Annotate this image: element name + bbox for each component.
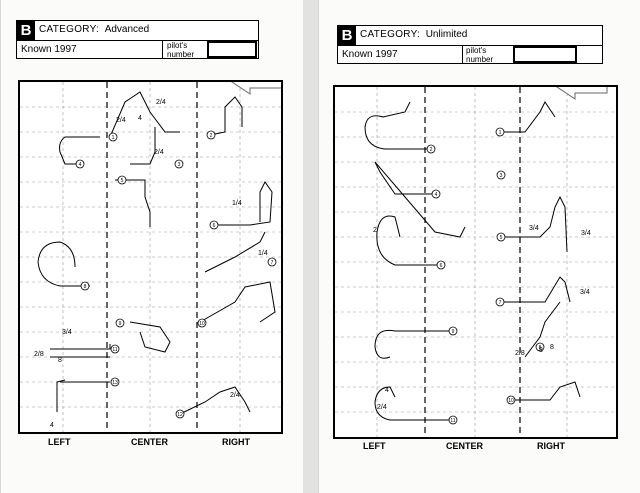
position-label-right: RIGHT: [537, 441, 565, 451]
right-sequence-sheet: B CATEGORY: Unlimited Known 1997 pilot's…: [318, 0, 640, 493]
roll-fraction: 8: [58, 357, 62, 364]
figure-number: 11: [112, 347, 117, 353]
right-header: B CATEGORY: Unlimited Known 1997 pilot's…: [337, 25, 603, 64]
pilot-label-1: pilot's: [466, 46, 487, 55]
position-label-left: LEFT: [363, 441, 386, 451]
category-badge: B: [17, 21, 35, 40]
figure-number: 9: [452, 329, 455, 335]
figure-number: 1: [499, 130, 502, 136]
roll-fraction: 2: [373, 227, 377, 234]
roll-fraction: 2/4: [116, 117, 126, 124]
roll-fraction: 1/4: [232, 200, 242, 207]
roll-fraction: 4: [385, 387, 389, 394]
figure-number: 7: [271, 260, 274, 266]
figure-number: 4: [435, 192, 438, 198]
left-sequence-diagram: 2/4 2/4 4 2/4 1/4 1/4 3/4 2/8 8 2/4 4 1 …: [20, 82, 281, 432]
category-value: Unlimited: [425, 29, 468, 40]
figure-number: 5: [500, 235, 503, 241]
pilot-number-box[interactable]: [513, 46, 577, 63]
roll-fraction: 8: [539, 347, 543, 354]
figure-number: 6: [440, 263, 443, 269]
category-badge: B: [338, 26, 356, 45]
position-label-center: CENTER: [446, 441, 484, 451]
roll-fraction: 4: [50, 422, 54, 429]
figure-number: 10: [508, 398, 514, 404]
figure-number: 8: [84, 284, 87, 290]
roll-fraction: 2/4: [377, 404, 387, 411]
figure-number: 11: [450, 418, 455, 424]
roll-fraction: 2/4: [230, 392, 240, 399]
category-label: CATEGORY:: [39, 24, 100, 35]
position-label-center: CENTER: [131, 437, 169, 447]
figure-number: 2: [430, 147, 433, 153]
roll-fraction: 3/4: [581, 230, 591, 237]
known-label: Known 1997: [342, 49, 398, 60]
page-gutter: [303, 0, 318, 493]
position-label-left: LEFT: [48, 437, 71, 447]
figure-number: 3: [500, 173, 503, 179]
left-diagram-frame: 2/4 2/4 4 2/4 1/4 1/4 3/4 2/8 8 2/4 4 1 …: [18, 80, 283, 434]
category-value: Advanced: [104, 24, 150, 35]
pilot-number-box[interactable]: [207, 41, 257, 58]
pilot-label-2: number: [167, 50, 195, 59]
figure-number: 1: [112, 135, 115, 141]
figure-number: 12: [177, 412, 183, 418]
roll-fraction: 3/4: [580, 289, 590, 296]
figure-number: 7: [499, 300, 502, 306]
roll-fraction: 3/4: [529, 225, 539, 232]
figure-number: 4: [79, 162, 82, 168]
roll-fraction: 8: [550, 344, 554, 351]
position-label-right: RIGHT: [222, 437, 250, 447]
figure-number: 3: [178, 162, 181, 168]
right-diagram-frame: 2 3/4 3/4 3/4 2/8 8 8 4 2/4 1 2 3 4 5 6 …: [333, 85, 618, 439]
right-sequence-diagram: 2 3/4 3/4 3/4 2/8 8 8 4 2/4 1 2 3 4 5 6 …: [335, 87, 616, 437]
roll-fraction: 1/4: [258, 250, 268, 257]
category-label: CATEGORY:: [360, 29, 421, 40]
figure-number: 2: [210, 133, 213, 139]
figure-number: 9: [119, 321, 122, 327]
left-header: B CATEGORY: Advanced Known 1997 pilot's …: [16, 20, 259, 59]
figure-number: 13: [112, 380, 118, 386]
roll-fraction: 4: [138, 115, 142, 122]
figure-number: 5: [121, 178, 124, 184]
figure-number: 6: [213, 223, 216, 229]
pilot-label-1: pilot's: [167, 41, 188, 50]
roll-fraction: 2/4: [156, 99, 166, 106]
known-label: Known 1997: [21, 44, 77, 55]
left-sequence-sheet: B CATEGORY: Advanced Known 1997 pilot's …: [0, 0, 304, 493]
roll-fraction: 2/4: [154, 149, 164, 156]
pilot-label-2: number: [466, 55, 494, 64]
figure-number: 10: [199, 321, 205, 327]
roll-fraction: 2/8: [515, 350, 525, 357]
roll-fraction: 3/4: [62, 329, 72, 336]
figure-number: 8: [539, 345, 542, 351]
roll-fraction: 2/8: [34, 351, 44, 358]
